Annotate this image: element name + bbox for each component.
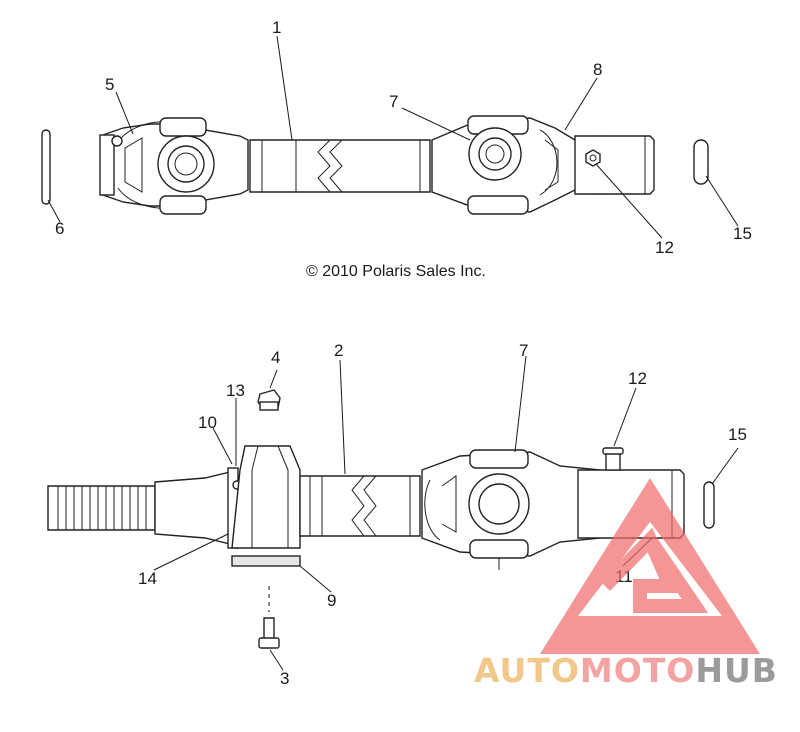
callout-8: 8 <box>593 60 602 79</box>
lower-shaft-assembly <box>47 389 715 649</box>
bearing-housing <box>231 445 301 549</box>
callout-15-upper: 15 <box>733 224 752 243</box>
grease-fitting-right <box>585 149 601 167</box>
watermark-triangle-icon <box>540 478 760 654</box>
lower-leader-lines <box>153 355 739 671</box>
snap-ring-left <box>41 129 51 205</box>
callout-12-lower: 12 <box>628 369 647 388</box>
left-grease-zerk <box>111 135 123 147</box>
callout-9: 9 <box>327 591 336 610</box>
splined-stub <box>47 485 156 531</box>
lower-shaft-tube <box>299 475 421 537</box>
grease-fitting-lower <box>605 451 621 471</box>
left-cross-cup-top <box>159 117 207 137</box>
callout-15-lower: 15 <box>728 425 747 444</box>
snap-ring-right <box>693 139 709 185</box>
upper-shaft-tube <box>249 139 431 193</box>
watermark-hub: HUB <box>695 651 778 690</box>
callout-13: 13 <box>226 381 245 400</box>
left-yoke-collar <box>99 134 115 196</box>
watermark-logo <box>540 478 760 654</box>
lower-cross-cup-bottom <box>469 539 529 559</box>
callout-10: 10 <box>198 413 217 432</box>
bearing-base-plate <box>231 555 301 567</box>
stub-neck <box>154 471 231 545</box>
flange-bolt <box>263 617 275 641</box>
callout-6: 6 <box>55 219 64 238</box>
callout-2: 2 <box>334 341 343 360</box>
callout-5: 5 <box>105 75 114 94</box>
callout-7-upper: 7 <box>389 92 398 111</box>
right-cross-cup-bottom <box>467 195 529 215</box>
callout-7-lower: 7 <box>519 341 528 360</box>
watermark-auto: AUTO <box>474 651 580 690</box>
watermark-inner-mark-icon <box>599 527 709 613</box>
watermark-moto: MOTO <box>580 651 695 690</box>
callout-4: 4 <box>271 348 280 367</box>
upper-shaft-assembly <box>41 115 709 215</box>
copyright-notice: © 2010 Polaris Sales Inc. <box>306 263 486 280</box>
callout-3: 3 <box>280 669 289 688</box>
callout-14: 14 <box>138 569 157 588</box>
callout-1: 1 <box>272 18 281 37</box>
lower-cross-cup-top <box>469 449 529 469</box>
upper-leader-lines <box>47 35 739 239</box>
snap-ring-lower <box>703 481 715 529</box>
left-cross-cup-bottom <box>159 195 207 215</box>
callout-12-upper: 12 <box>655 238 674 257</box>
watermark-text: AUTOMOTOHUB <box>474 651 778 690</box>
